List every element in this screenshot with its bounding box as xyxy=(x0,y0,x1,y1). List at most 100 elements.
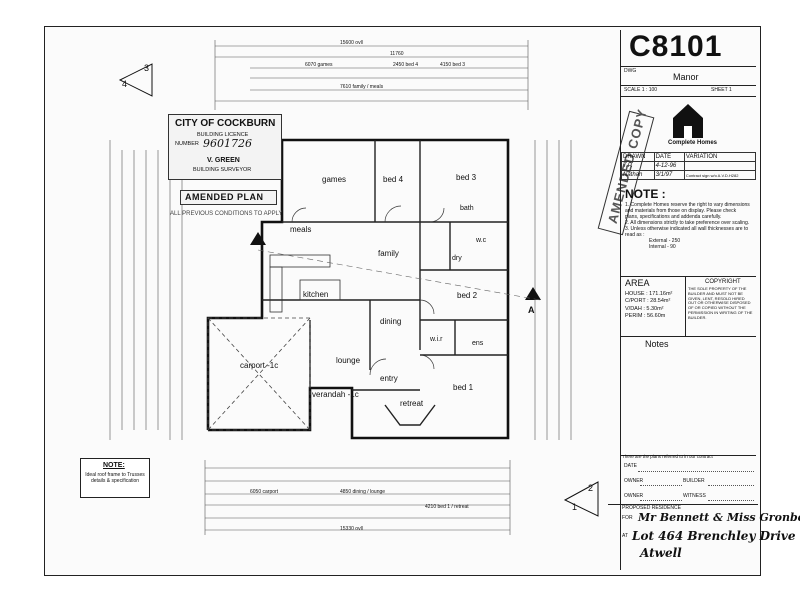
top-dimension-lines xyxy=(214,40,529,110)
rev-header-date: DATE xyxy=(653,152,685,162)
date-label: DATE xyxy=(624,463,637,469)
kitchen-bench xyxy=(269,254,341,313)
room-kitchen: kitchen xyxy=(303,290,329,299)
room-bed2: bed 2 xyxy=(457,291,478,300)
room-bed3: bed 3 xyxy=(456,173,477,182)
area-list: HOUSE : 171.16m² C/PORT : 28.54m² V/DAH … xyxy=(625,291,685,321)
client-name: Mr Bennett & Miss Gronbek xyxy=(638,511,800,524)
contract-line: There are the plans referred to in our c… xyxy=(622,454,713,459)
section-a-left: A xyxy=(253,237,260,247)
copyright-heading: COPYRIGHT xyxy=(705,279,741,285)
rev-row2-date: 3/1/97 xyxy=(653,170,685,180)
licence-label: BUILDING LICENCE xyxy=(197,132,249,138)
callout-right-top: 2 xyxy=(588,483,594,493)
council-stamp: CITY OF COCKBURN BUILDING LICENCE NUMBER… xyxy=(168,114,282,180)
drawing-number: C8101 xyxy=(629,30,723,63)
callout-triangles xyxy=(118,63,599,517)
builder-label: BUILDER xyxy=(683,478,705,484)
owner-label-2: OWNER xyxy=(624,493,644,499)
dwg-label: DWG xyxy=(624,68,637,74)
room-entry: entry xyxy=(380,374,398,383)
area-verandah: V/DAH : 5.30m² xyxy=(625,305,664,312)
room-ens: ens xyxy=(472,340,484,347)
room-bath: bath xyxy=(460,205,474,212)
note-3: 3. Unless otherwise indicated all wall t… xyxy=(625,226,749,238)
company-name: Complete Homes xyxy=(668,140,718,146)
revision-table: DRAWN DATE VARIATION T.P. 4-12-96 Nathan… xyxy=(621,152,757,180)
note-heading: NOTE : xyxy=(625,187,666,201)
dim-games: 6070 games xyxy=(305,62,333,68)
conditions-text: ALL PREVIOUS CONDITIONS TO APPLY xyxy=(170,211,283,217)
scale: SCALE 1 : 100 xyxy=(624,87,658,93)
area-carport: C/PORT : 28.54m² xyxy=(625,298,671,305)
section-markers xyxy=(250,232,541,301)
rev-header-variation: VARIATION xyxy=(683,152,757,162)
dim-top-2: 11760 xyxy=(390,51,404,57)
dim-carport: 6050 carport xyxy=(250,489,279,495)
company-logo xyxy=(673,104,703,138)
roof-note-heading: NOTE: xyxy=(103,462,125,469)
licence-number: 9601726 xyxy=(203,137,252,150)
area-heading: AREA xyxy=(625,278,650,288)
roof-note-box: NOTE: Ideal roof frame to Trusses detail… xyxy=(80,458,150,498)
carport-outline xyxy=(207,317,311,431)
room-retreat: retreat xyxy=(400,399,424,408)
callout-left-bottom: 4 xyxy=(122,79,128,89)
rev-row1-variation xyxy=(683,161,757,171)
room-wc: w.c xyxy=(476,237,487,244)
note-1: 1. Complete Homes reserve the right to v… xyxy=(625,202,750,220)
copyright-text: THE SOLE PROPERTY OF THE BUILDER AND MUS… xyxy=(688,286,753,320)
rev-row2-variation: Contract sign w/o A.V.D.H282 xyxy=(683,170,757,180)
owner-label-1: OWNER xyxy=(624,478,644,484)
area-house: HOUSE : 171.16m² xyxy=(625,291,673,297)
entry-bay xyxy=(384,404,436,426)
notes-list: 1. Complete Homes reserve the right to v… xyxy=(625,202,750,250)
room-meals: meals xyxy=(290,225,312,234)
room-family: family xyxy=(378,249,399,258)
area-perimeter: PERIM : 56.60m xyxy=(625,313,666,320)
bottom-dimension-lines xyxy=(204,460,511,535)
callout-right-bottom: 1 xyxy=(572,502,578,512)
dim-family-meals: 7610 family / meals xyxy=(340,84,384,90)
proposed-label: PROPOSED RESIDENCE xyxy=(622,505,681,511)
dim-overall-top: 15600 ovll xyxy=(340,40,363,46)
door-swings xyxy=(291,205,445,376)
notes-heading: Notes xyxy=(645,339,669,349)
design-name: Manor xyxy=(673,72,699,82)
witness-label: WITNESS xyxy=(683,493,706,499)
surveyor-title: BUILDING SURVEYOR xyxy=(193,167,252,173)
room-dry: dry xyxy=(452,255,462,262)
surveyor-name: V. GREEN xyxy=(207,157,240,164)
at-label: AT xyxy=(622,533,629,539)
drawing-sheet xyxy=(44,26,761,576)
amended-plan-stamp: AMENDED PLAN xyxy=(180,190,277,205)
internal-walls xyxy=(262,140,508,391)
rev-row1-drawn: T.P. xyxy=(621,161,655,171)
room-games: games xyxy=(322,175,347,184)
room-verandah: verandah -1c xyxy=(312,390,359,399)
number-label: NUMBER xyxy=(175,141,199,147)
right-dimension-lines xyxy=(534,140,572,440)
dim-bottom-overall: 15330 ovll xyxy=(340,526,363,532)
dim-bed4: 2450 bed 4 xyxy=(393,62,419,68)
sheet: SHEET 1 xyxy=(711,87,732,93)
callout-left-top: 3 xyxy=(144,63,150,73)
contract-divider xyxy=(620,455,756,456)
section-a-right: A xyxy=(528,305,535,315)
room-bed1: bed 1 xyxy=(453,383,474,392)
left-dimension-lines xyxy=(109,140,183,440)
address-line-1: Lot 464 Brenchley Drive xyxy=(632,529,796,543)
dim-bed1-retreat: 4210 bed 1 / retreat xyxy=(425,504,469,510)
rev-row1-date: 4-12-96 xyxy=(653,161,685,171)
title-block: C8101 DWG Manor SCALE 1 : 100 SHEET 1 Co… xyxy=(620,30,757,570)
room-carport: carport -1c xyxy=(240,361,279,370)
address-line-2: Atwell xyxy=(640,546,682,560)
room-lounge: lounge xyxy=(336,356,361,365)
for-label: FOR xyxy=(622,515,633,521)
room-bed4: bed 4 xyxy=(383,175,404,184)
council-name: CITY OF COCKBURN xyxy=(175,118,276,129)
dim-dining-lounge: 4850 dining / lounge xyxy=(340,489,386,495)
note-2: 2. All dimensions strictly to take prefe… xyxy=(625,220,750,226)
note-external: External - 250 xyxy=(649,238,681,244)
